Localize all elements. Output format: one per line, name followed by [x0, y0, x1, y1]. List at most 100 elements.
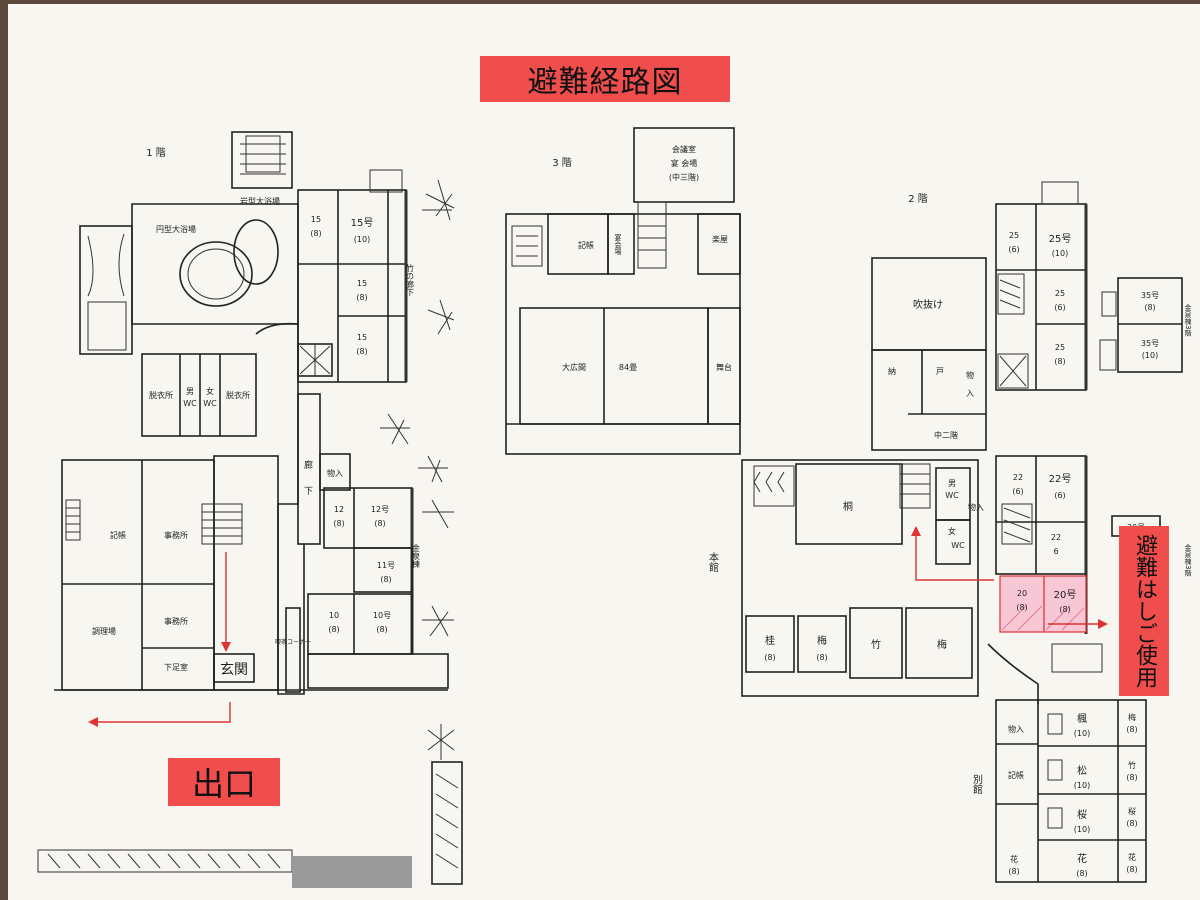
- side-b-label: 竹: [1128, 760, 1136, 770]
- room-20a: 20: [1017, 589, 1027, 598]
- hana-capacity: (8): [1076, 869, 1087, 878]
- rock-bath-label: 岩型大浴場: [240, 196, 280, 206]
- records3-label: 記帳: [578, 240, 594, 250]
- annex-label: 別館: [971, 774, 983, 795]
- dressing-left-label: 脱衣所: [149, 390, 173, 400]
- tatami-count-label: 84畳: [619, 363, 637, 372]
- room-35a-capacity: (8): [1144, 303, 1155, 312]
- ume-small-label: 梅: [817, 634, 827, 647]
- side-a-label: 梅: [1128, 712, 1136, 722]
- sakura-label: 桜: [1077, 808, 1087, 821]
- room-20b-highlight: [1043, 575, 1087, 633]
- storage-a-label: 納: [888, 366, 896, 376]
- room-35b-capacity: (10): [1142, 351, 1158, 360]
- katsura-capacity: (8): [764, 653, 775, 662]
- room-15b: 15号: [351, 217, 374, 229]
- wc-female-wc: WC: [203, 399, 217, 408]
- great-hall-outline: [505, 213, 741, 455]
- room-15d-capacity: (8): [356, 347, 367, 356]
- great-hall-label: 大広間: [562, 362, 586, 372]
- kiri-label: 桐: [843, 500, 853, 513]
- room-22c-capacity: 6: [1053, 547, 1058, 556]
- ume-small-capacity: (8): [816, 653, 827, 662]
- floor-1-label: 1 階: [146, 147, 166, 159]
- room-20a-highlight: [999, 575, 1045, 633]
- central-corridor: 廊 下 物入 喫茶コーナー: [255, 322, 351, 695]
- room-35a: 35号: [1141, 291, 1159, 300]
- side-d-label: 花: [1128, 852, 1136, 862]
- room-wing-15: 15 (8) 15号 (10) 15 (8) 15 (8) 竹の廊下: [297, 169, 415, 383]
- stage-label: 舞台: [716, 362, 732, 372]
- room-15a-capacity: (8): [310, 229, 321, 238]
- kaede-capacity: (10): [1074, 729, 1090, 738]
- room-12a: 12: [334, 505, 344, 514]
- hana-small-capacity: (8): [1008, 867, 1019, 876]
- garden-top: [231, 131, 293, 189]
- matsu-capacity: (10): [1074, 781, 1090, 790]
- wc2-male-wc: WC: [945, 491, 959, 500]
- storage-c-label: 物: [966, 370, 974, 380]
- wc2-female-wc: WC: [951, 541, 965, 550]
- hana-label: 花: [1077, 852, 1087, 865]
- evacuation-floor-plan: 1 階 円型大浴場 岩型大浴場: [37, 127, 1192, 888]
- room-wing-10-12: 12 (8) 12号 (8) 11号 (8) 10 (8) 10号 (8) 金泉…: [307, 487, 449, 689]
- kitchen-label: 調理場: [92, 626, 116, 636]
- side-d-capacity: (8): [1126, 865, 1137, 874]
- floor-2-label: 2 階: [908, 193, 928, 205]
- annex-outline: [995, 699, 1147, 883]
- main-building-outline: [741, 459, 979, 697]
- storage-b-label: 戸: [936, 367, 944, 376]
- matsu-label: 松: [1077, 764, 1087, 777]
- banquet-label: 宴 会場: [671, 158, 698, 168]
- exit-label: 出口: [168, 758, 280, 806]
- room-25c: 25: [1055, 289, 1065, 298]
- floor-3-label: 3 階: [552, 157, 572, 169]
- shoe-room-label: 下足室: [164, 662, 188, 672]
- mezzanine2-label: 中二階: [934, 430, 958, 440]
- kaede-label: 楓: [1077, 712, 1087, 725]
- gold-corridor-label: 金泉棟: [412, 543, 421, 569]
- storage-d-label: 入: [966, 389, 974, 398]
- room-35b: 35号: [1141, 339, 1159, 348]
- dressing-area: 脱衣所 脱衣所 男 WC 女 WC: [141, 353, 257, 437]
- side-c-label: 桜: [1128, 806, 1136, 816]
- wc2-female-label: 女: [948, 526, 956, 536]
- sakura-capacity: (10): [1074, 825, 1090, 834]
- floor-2: 2 階 吹抜け 納 戸 物 入 中二階 本館 桐 男 WC 女 WC 物入 桂 …: [707, 181, 1192, 883]
- room-10b-capacity: (8): [376, 625, 387, 634]
- bamboo-corridor-label: 竹の廊下: [406, 263, 415, 297]
- room-22b-capacity: (6): [1054, 491, 1065, 500]
- atrium-label: 吹抜け: [913, 298, 943, 311]
- corridor-label: 廊: [304, 459, 313, 471]
- room-10a-capacity: (8): [328, 625, 339, 634]
- conference-room-label: 会議室: [672, 144, 696, 154]
- annex-records-label: 記帳: [1008, 770, 1024, 780]
- room-20b: 20号: [1054, 589, 1077, 601]
- room-10b: 10号: [373, 611, 391, 620]
- evacuation-route-floor-2: [911, 526, 1108, 629]
- plant-icons: [37, 179, 463, 888]
- evacuation-route-floor-1: [88, 552, 231, 727]
- map-title: 避難経路図: [480, 56, 730, 102]
- wc-female-label: 女: [206, 386, 214, 396]
- banquet-room-label: 宴会場: [614, 233, 622, 256]
- ladder-label: 避難はしご使用: [1119, 526, 1169, 696]
- side-c-capacity: (8): [1126, 819, 1137, 828]
- entrance-label: 玄関: [220, 661, 248, 678]
- gold-3f-label: 金泉棟3階: [1184, 303, 1192, 337]
- wc-male-label: 男: [186, 387, 194, 396]
- office-records-label: 記帳: [110, 530, 126, 540]
- room-20a-capacity: (8): [1016, 603, 1027, 612]
- room-15a: 15: [311, 215, 321, 224]
- lounge-label: 喫茶コーナー: [275, 638, 311, 646]
- room-11-capacity: (8): [380, 575, 391, 584]
- dressing-right-label: 脱衣所: [226, 390, 250, 400]
- gold-3f-label-b: 金泉棟3階: [1184, 543, 1192, 577]
- room-25a-capacity: (6): [1008, 245, 1019, 254]
- room-15c-capacity: (8): [356, 293, 367, 302]
- room-25b-capacity: (10): [1052, 249, 1068, 258]
- storage-e-label: 物入: [968, 502, 984, 512]
- paper-sheet: 1 階 円型大浴場 岩型大浴場: [8, 4, 1200, 900]
- round-bath-label: 円型大浴場: [156, 224, 196, 234]
- katsura-label: 桂: [765, 634, 775, 647]
